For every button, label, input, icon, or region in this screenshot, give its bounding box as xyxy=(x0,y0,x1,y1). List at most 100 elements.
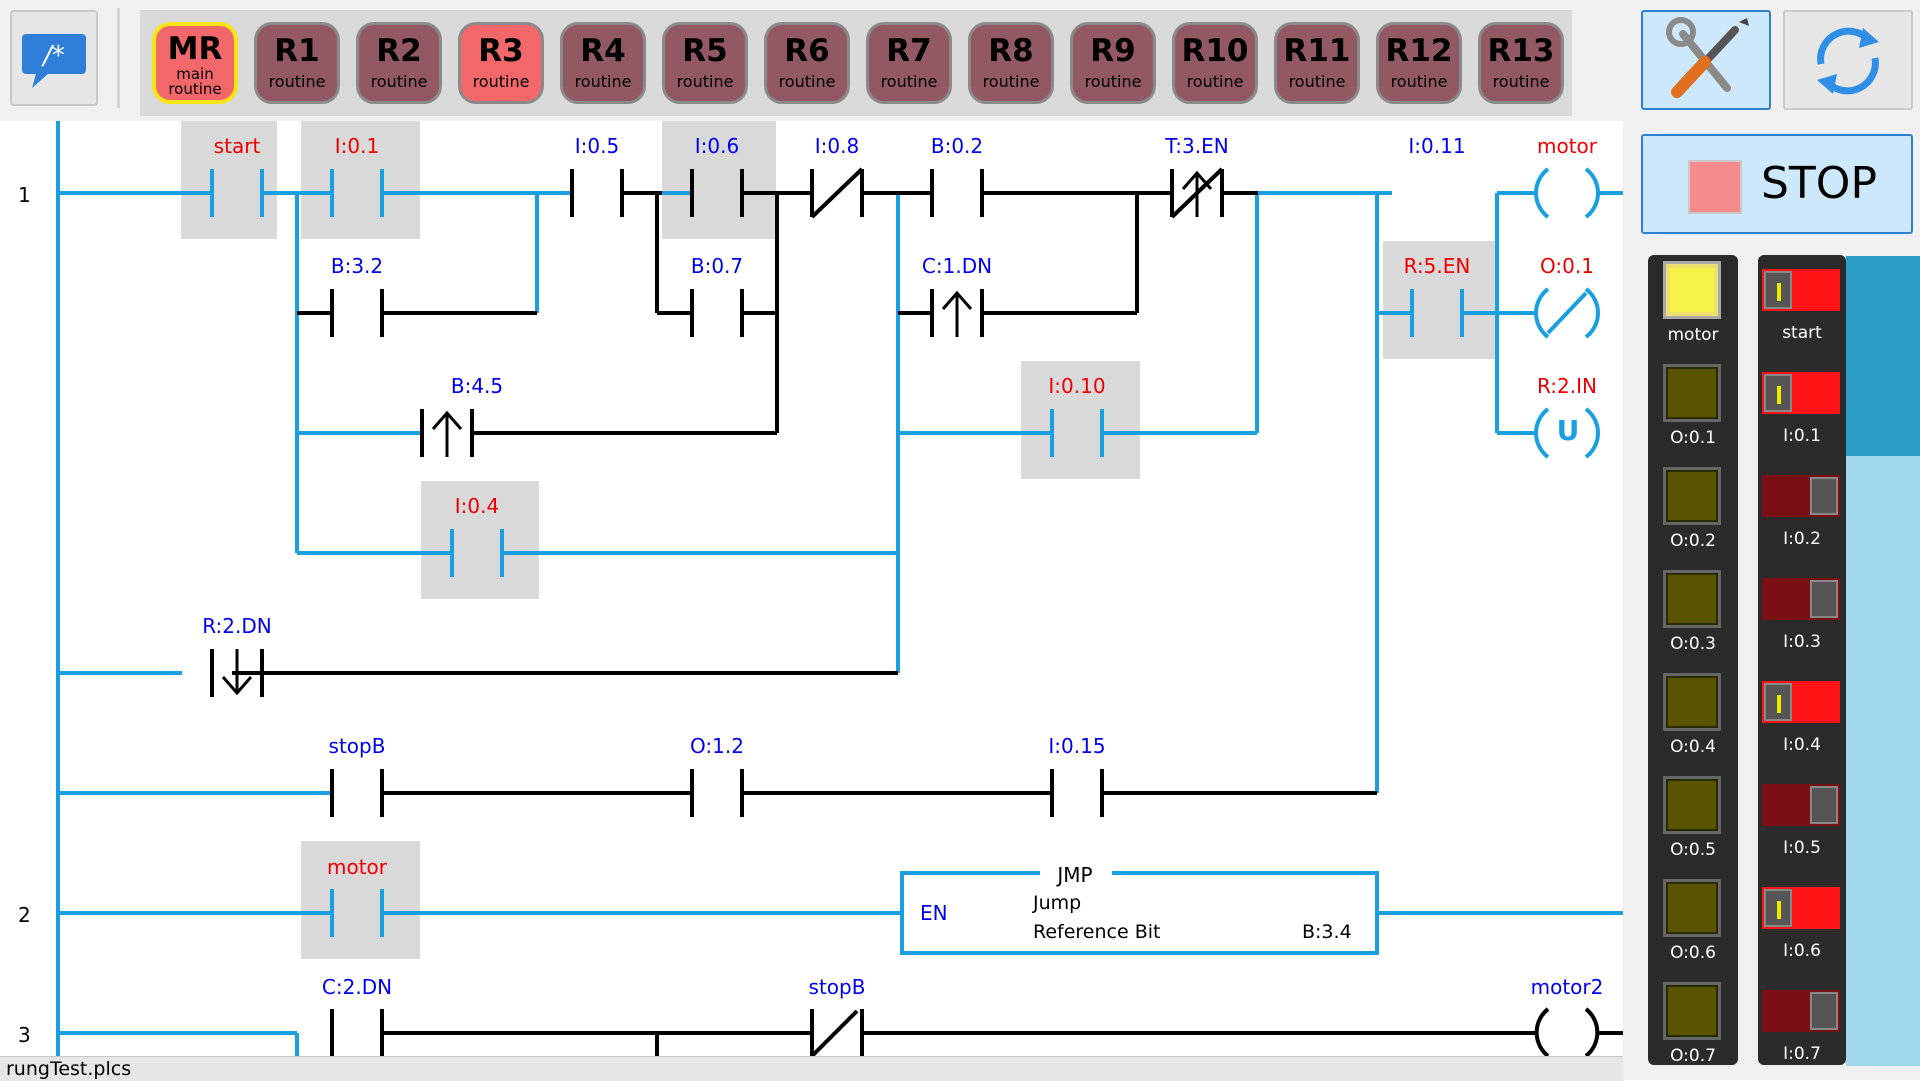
label-motor-contact: motor xyxy=(326,855,388,879)
jmp-reference-value: B:3.4 xyxy=(1302,921,1352,943)
routine-button-subtitle: routine xyxy=(1492,72,1550,91)
routine-button-subtitle: routine xyxy=(574,72,632,91)
rung-number: 1 xyxy=(18,183,31,207)
label-stopb-nc: stopB xyxy=(808,975,866,999)
label-b07: B:0.7 xyxy=(690,254,744,278)
output-led-label: O:0.4 xyxy=(1670,737,1716,757)
output-led-label: O:0.6 xyxy=(1670,943,1716,963)
switch-indicator xyxy=(1777,283,1781,301)
switch-knob xyxy=(1810,992,1838,1030)
input-toggle-switch[interactable] xyxy=(1762,269,1840,311)
input-toggle-switch[interactable] xyxy=(1762,578,1840,620)
input-toggle-switch[interactable] xyxy=(1762,475,1840,517)
label-i08: I:0.8 xyxy=(814,134,860,158)
routine-button-subtitle: routine xyxy=(982,72,1040,91)
label-i015: I:0.15 xyxy=(1048,734,1106,758)
ladder-diagram[interactable]: 1 2 3 start I:0.1 I:0.5 I:0.6 I:0.8 B:0.… xyxy=(0,121,1623,1056)
label-i011: I:0.11 xyxy=(1408,134,1466,158)
label-i01: I:0.1 xyxy=(334,134,380,158)
label-c2dn: C:2.DN xyxy=(321,975,393,999)
label-c1dn: C:1.DN xyxy=(921,254,993,278)
label-start: start xyxy=(213,134,261,158)
idle-coil xyxy=(1534,1007,1600,1056)
comment-button[interactable]: /* xyxy=(10,10,98,106)
routine-button-subtitle: routine xyxy=(268,72,326,91)
switch-knob xyxy=(1810,786,1838,824)
routine-button-subtitle: routine xyxy=(880,72,938,91)
routine-button-subtitle: routine xyxy=(1084,72,1142,91)
input-toggle-switch[interactable] xyxy=(1762,887,1840,929)
label-r2dn: R:2.DN xyxy=(202,614,272,638)
status-filename: rungTest.plcs xyxy=(6,1058,132,1080)
routine-button-subtitle: routine xyxy=(778,72,836,91)
label-o12: O:1.2 xyxy=(690,734,744,758)
highlight-i04 xyxy=(421,481,539,599)
output-led xyxy=(1663,364,1721,422)
rung-number: 3 xyxy=(18,1023,31,1047)
switch-indicator xyxy=(1777,695,1781,713)
io-scrollbar-thumb[interactable] xyxy=(1846,256,1920,456)
input-toggle-switch[interactable] xyxy=(1762,372,1840,414)
routine-button-name: R10 xyxy=(1181,33,1249,69)
output-led xyxy=(1663,982,1721,1040)
output-led xyxy=(1663,673,1721,731)
jmp-enable-label: EN xyxy=(920,901,948,925)
jmp-box xyxy=(900,871,1379,955)
label-o01: O:0.1 xyxy=(1540,254,1594,278)
label-i010: I:0.10 xyxy=(1048,374,1106,398)
output-led-label: motor xyxy=(1667,325,1719,345)
input-toggle-switch[interactable] xyxy=(1762,990,1840,1032)
label-b32: B:3.2 xyxy=(330,254,384,278)
tools-button[interactable] xyxy=(1641,10,1771,110)
rung-number: 2 xyxy=(18,903,31,927)
routine-button-name: R5 xyxy=(682,33,728,69)
input-toggle-switch[interactable] xyxy=(1762,784,1840,826)
input-switch-label: I:0.1 xyxy=(1783,426,1821,446)
routine-button-r9[interactable]: R9 routine xyxy=(1070,22,1156,104)
highlight-i010 xyxy=(1021,361,1140,479)
label-t3en: T:3.EN xyxy=(1165,134,1229,158)
stop-button[interactable]: STOP xyxy=(1641,134,1913,234)
input-toggle-switch[interactable] xyxy=(1762,681,1840,723)
refresh-button[interactable] xyxy=(1783,10,1913,110)
output-led xyxy=(1663,776,1721,834)
output-led xyxy=(1663,467,1721,525)
highlight-motor-contact xyxy=(301,841,420,959)
output-led-label: O:0.1 xyxy=(1670,428,1716,448)
output-led-label: O:0.3 xyxy=(1670,634,1716,654)
routine-button-r1[interactable]: R1 routine xyxy=(254,22,340,104)
routine-button-name: R13 xyxy=(1487,33,1555,69)
routine-button-subtitle: routine xyxy=(1288,72,1346,91)
jmp-title: JMP xyxy=(1057,863,1093,887)
routine-button-name: R4 xyxy=(580,33,626,69)
output-led xyxy=(1663,570,1721,628)
highlight-i01 xyxy=(301,121,420,239)
routine-button-r4[interactable]: R4 routine xyxy=(560,22,646,104)
label-i06: I:0.6 xyxy=(694,134,740,158)
routine-button-subtitle: main routine xyxy=(168,65,222,98)
routine-button-name: R1 xyxy=(274,33,320,69)
routine-button-r13[interactable]: R13 routine xyxy=(1478,22,1564,104)
routine-button-name: R12 xyxy=(1385,33,1453,69)
toolbar-separator xyxy=(117,8,120,108)
stop-label: STOP xyxy=(1761,158,1877,209)
label-stopb: stopB xyxy=(328,734,386,758)
routine-button-subtitle: routine xyxy=(370,72,428,91)
switch-indicator xyxy=(1777,386,1781,404)
label-i05: I:0.5 xyxy=(574,134,620,158)
routine-button-name: R9 xyxy=(1090,33,1136,69)
